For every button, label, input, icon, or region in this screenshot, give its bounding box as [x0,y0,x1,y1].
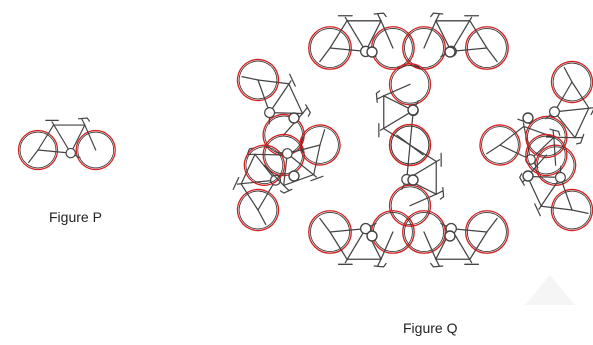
bike-right-upper [518,54,593,171]
bike-bottom-left [308,210,415,268]
figure-p-caption: Figure P [49,209,102,225]
bike-left-upper [230,46,324,163]
figure-q-caption: Figure Q [403,320,458,336]
bike-bottom-right [402,210,509,268]
bike-top-left [308,12,415,70]
bike-left-middle [238,118,351,204]
bike-top-right [402,12,509,70]
watermark-mark [525,275,575,305]
figure-p-bicycle [17,117,116,171]
figure-q-tessellation [218,12,593,268]
bike-center-upper [375,63,432,167]
